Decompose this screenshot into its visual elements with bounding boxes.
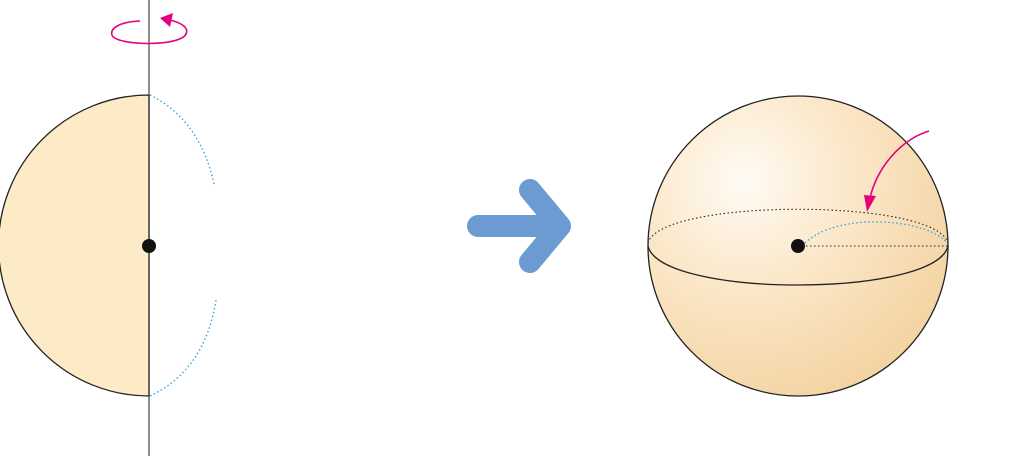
semicircle bbox=[0, 94, 150, 397]
pointer-arrow-icon bbox=[864, 130, 930, 212]
right-arrow-icon bbox=[467, 179, 571, 273]
rotation-path-upper bbox=[149, 94, 215, 185]
center-point bbox=[142, 239, 156, 253]
equator-front bbox=[647, 245, 949, 286]
rotation-path-lower bbox=[149, 299, 217, 397]
left-panel bbox=[0, 0, 217, 456]
equator-back bbox=[647, 208, 949, 244]
sphere-center-point bbox=[791, 239, 805, 253]
counterclockwise-arrow-icon bbox=[110, 13, 188, 45]
radius-sweep-path bbox=[804, 221, 948, 244]
right-panel bbox=[647, 95, 949, 397]
